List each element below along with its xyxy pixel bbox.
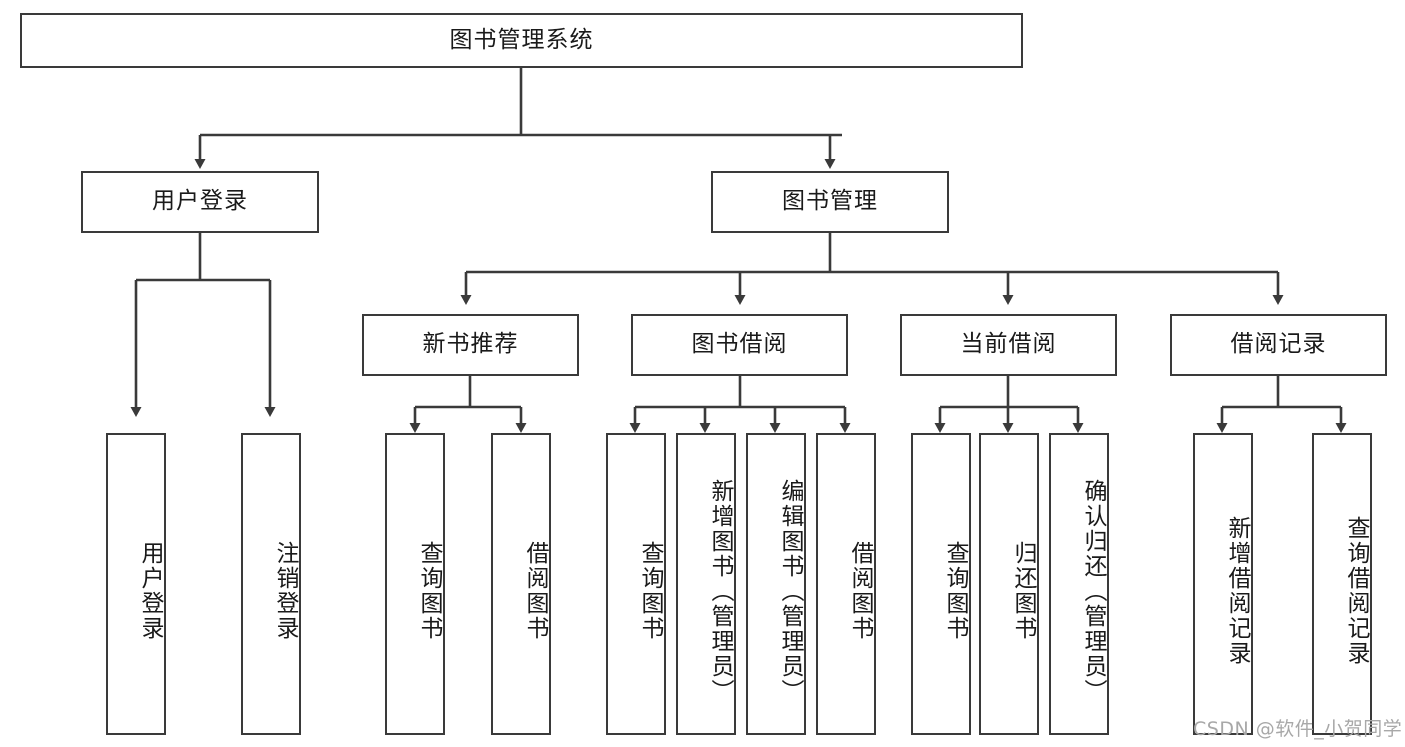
node-label: 编辑图书（管理员） — [777, 478, 803, 704]
node-label: 查询图书 — [942, 541, 968, 641]
leaf-record-add-borrow-record[interactable]: 新增借阅记录 — [1193, 433, 1253, 735]
node-label: 借阅记录 — [1230, 331, 1327, 358]
leaf-current-confirm-return-admin[interactable]: 确认归还（管理员） — [1049, 433, 1109, 735]
node-current-borrow[interactable]: 当前借阅 — [900, 314, 1117, 376]
leaf-current-return-book[interactable]: 归还图书 — [979, 433, 1039, 735]
leaf-new-book-query[interactable]: 查询图书 — [385, 433, 445, 735]
node-label: 查询图书 — [416, 541, 442, 641]
node-label: 查询借阅记录 — [1343, 516, 1369, 666]
node-borrow-record[interactable]: 借阅记录 — [1170, 314, 1387, 376]
node-label: 归还图书 — [1010, 541, 1036, 641]
node-user-login[interactable]: 用户登录 — [81, 171, 319, 233]
node-label: 当前借阅 — [960, 331, 1057, 358]
leaf-current-query-book[interactable]: 查询图书 — [911, 433, 971, 735]
node-label: 确认归还（管理员） — [1080, 478, 1106, 704]
leaf-user-login-signout[interactable]: 注销登录 — [241, 433, 301, 735]
csdn-watermark: CSDN @软件_小贺同学 — [1193, 718, 1403, 740]
node-label: 新书推荐 — [422, 331, 519, 358]
node-new-book-recommend[interactable]: 新书推荐 — [362, 314, 579, 376]
leaf-record-query-borrow-record[interactable]: 查询借阅记录 — [1312, 433, 1372, 735]
leaf-borrow-query-book[interactable]: 查询图书 — [606, 433, 666, 735]
node-label: 图书借阅 — [691, 331, 788, 358]
node-label: 图书管理系统 — [449, 26, 594, 53]
node-label: 图书管理 — [782, 188, 878, 215]
node-label: 借阅图书 — [847, 541, 873, 641]
leaf-borrow-add-book-admin[interactable]: 新增图书（管理员） — [676, 433, 736, 735]
node-book-management[interactable]: 图书管理 — [711, 171, 949, 233]
node-book-borrow[interactable]: 图书借阅 — [631, 314, 848, 376]
leaf-borrow-edit-book-admin[interactable]: 编辑图书（管理员） — [746, 433, 806, 735]
leaf-new-book-borrow[interactable]: 借阅图书 — [491, 433, 551, 735]
node-root-book-management-system[interactable]: 图书管理系统 — [20, 13, 1023, 68]
node-label: 注销登录 — [272, 541, 298, 641]
node-label: 借阅图书 — [522, 541, 548, 641]
node-label: 用户登录 — [152, 188, 248, 215]
node-label: 新增图书（管理员） — [707, 478, 733, 704]
node-label: 查询图书 — [637, 541, 663, 641]
node-label: 用户登录 — [137, 541, 163, 641]
leaf-borrow-borrow-book[interactable]: 借阅图书 — [816, 433, 876, 735]
leaf-user-login-signin[interactable]: 用户登录 — [106, 433, 166, 735]
node-label: 新增借阅记录 — [1224, 516, 1250, 666]
